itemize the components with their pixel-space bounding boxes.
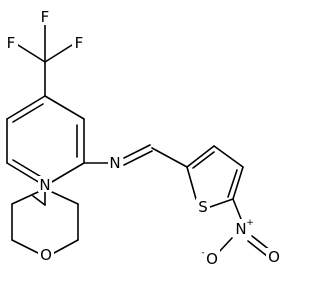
bonds — [6, 21, 272, 257]
bond-thio-double-a — [192, 151, 215, 169]
atom-n-imine: N — [109, 154, 120, 172]
bond-morph-4 — [11, 239, 39, 254]
atom-s-thiophene: S — [198, 198, 208, 216]
atom-o-nitro-double: O — [268, 248, 280, 266]
charge-n-nitro-plus: + — [246, 218, 254, 228]
charge-o-nitro-minus: - — [201, 248, 204, 258]
bond-nitro-o-top — [217, 237, 233, 254]
bond-ring-double-c — [12, 103, 44, 123]
bond-morph-7 — [51, 191, 79, 205]
bond-ring-1 — [44, 95, 85, 120]
structure-diagram: F F F N N O S N + O - O — [4, 8, 282, 268]
atom-labels: F F F N N O S N + O - O — [4, 8, 282, 268]
bond-ring-double-b — [12, 159, 44, 179]
bond-thio-c2-c3 — [186, 145, 215, 168]
bond-imine-double-1 — [123, 144, 151, 159]
bond-thio-c4-c5 — [232, 166, 244, 200]
atom-o-morpholine: O — [40, 246, 52, 264]
bond-thio-c3-c4 — [213, 145, 244, 168]
atom-o-nitro-single: O — [206, 250, 218, 268]
bond-morph-5 — [53, 239, 79, 254]
bond-ring-6 — [6, 95, 46, 120]
atom-n-nitro: N — [235, 220, 246, 238]
bond-nitro-o-right-2 — [247, 240, 268, 257]
bond-cf3-f-right — [44, 44, 73, 63]
bond-imine-double-2 — [123, 150, 153, 166]
bond-ch-thiophene — [151, 147, 188, 168]
atom-f-left: F — [7, 34, 16, 52]
bond-thio-s-c2 — [186, 166, 197, 200]
atom-f-right: F — [75, 34, 84, 52]
bond-cf3-f-left — [17, 44, 46, 63]
bond-c5-nitro — [232, 198, 242, 220]
bond-morph-2 — [11, 191, 39, 205]
bond-morph-1 — [32, 195, 46, 206]
atom-n-morpholine: N — [39, 176, 50, 194]
bond-thio-c5-s — [209, 198, 234, 208]
bond-thio-double-b — [227, 169, 238, 198]
atom-f-top: F — [41, 8, 50, 26]
